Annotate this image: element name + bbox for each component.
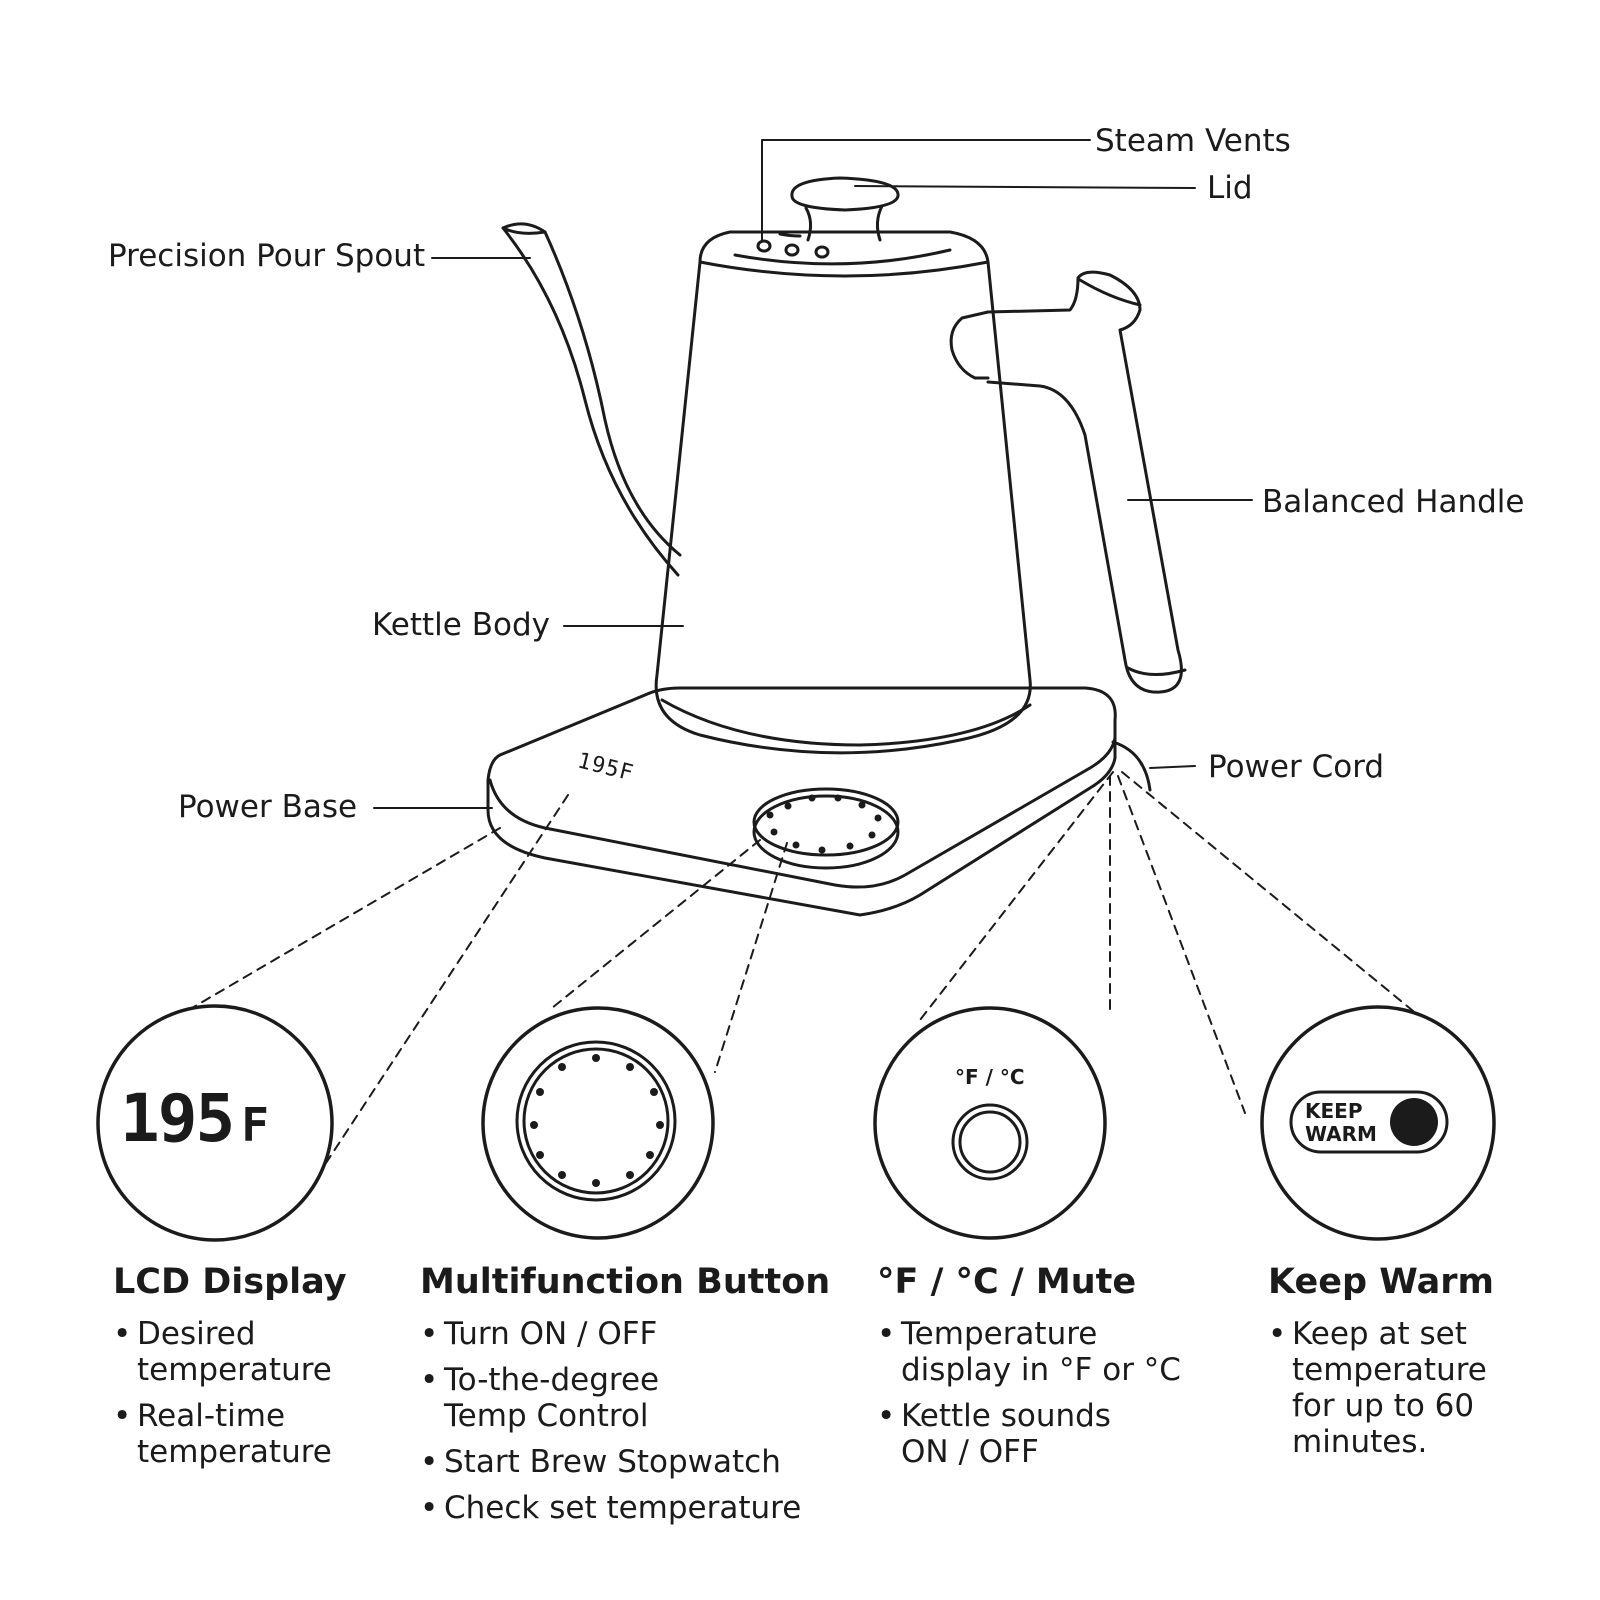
feature-lcd-display: LCD Display Desired temperature Real-tim… bbox=[113, 1262, 363, 1480]
feature-title: LCD Display bbox=[113, 1262, 347, 1302]
keep-warm-label-line1: KEEP bbox=[1305, 1099, 1363, 1123]
feature-title: Keep Warm bbox=[1268, 1262, 1494, 1302]
callout-spout: Precision Pour Spout bbox=[108, 238, 426, 274]
power-cord bbox=[1111, 740, 1152, 792]
feature-bullets: Desired temperature Real-time temperatur… bbox=[113, 1316, 363, 1470]
feature-bullet: Start Brew Stopwatch bbox=[420, 1444, 820, 1480]
steam-vents bbox=[756, 232, 830, 259]
feature-multifunction-button: Multifunction Button Turn ON / OFF To-th… bbox=[420, 1262, 831, 1536]
feature-bullet: Desired temperature bbox=[113, 1316, 363, 1388]
lcd-zoom-unit: F bbox=[241, 1098, 269, 1152]
feature-title: Multifunction Button bbox=[420, 1262, 831, 1302]
feature-bullets: Keep at set temperature for up to 60 min… bbox=[1268, 1316, 1508, 1460]
feature-bullet: Turn ON / OFF bbox=[420, 1316, 820, 1352]
unit-zoom-circle bbox=[873, 1006, 1107, 1240]
feature-bullet: Real-time temperature bbox=[113, 1398, 363, 1470]
button-zoom-circle bbox=[481, 1006, 715, 1240]
power-base bbox=[486, 686, 1117, 917]
callout-power-base: Power Base bbox=[178, 789, 358, 825]
callout-lid: Lid bbox=[1207, 170, 1253, 206]
lcd-zoom-temperature: 195 bbox=[120, 1080, 235, 1157]
feature-bullet: Check set temperature bbox=[420, 1490, 820, 1526]
keep-warm-switch bbox=[1289, 1090, 1449, 1154]
kettle-body bbox=[654, 230, 1032, 755]
callout-steam-vents: Steam Vents bbox=[1095, 123, 1291, 159]
callout-lines bbox=[373, 139, 1253, 809]
callout-kettle-body: Kettle Body bbox=[372, 607, 550, 643]
spout bbox=[501, 222, 682, 577]
multifunction-button-closeup bbox=[515, 1040, 677, 1202]
feature-bullet: Temperature display in °F or °C bbox=[877, 1316, 1197, 1388]
keep-warm-label: KEEP WARM bbox=[1305, 1100, 1377, 1146]
keep-warm-indicator-icon bbox=[1390, 1098, 1438, 1146]
handle bbox=[949, 270, 1187, 694]
lid bbox=[733, 176, 952, 266]
keep-warm-zoom-circle bbox=[1260, 1005, 1496, 1241]
callout-handle: Balanced Handle bbox=[1262, 484, 1525, 520]
feature-title: °F / °C / Mute bbox=[877, 1262, 1137, 1302]
feature-unit-mute: °F / °C / Mute Temperature display in °F… bbox=[877, 1262, 1197, 1480]
feature-bullets: Turn ON / OFF To-the-degree Temp Control… bbox=[420, 1316, 820, 1526]
feature-keep-warm: Keep Warm Keep at set temperature for up… bbox=[1268, 1262, 1508, 1470]
zoom-leader-lines bbox=[191, 771, 1419, 1164]
feature-bullet: Keep at set temperature for up to 60 min… bbox=[1268, 1316, 1508, 1460]
feature-bullet: To-the-degree Temp Control bbox=[420, 1362, 704, 1434]
keep-warm-label-line2: WARM bbox=[1305, 1122, 1377, 1146]
feature-bullet: Kettle sounds ON / OFF bbox=[877, 1398, 1141, 1470]
lcd-zoom-circle bbox=[96, 1004, 334, 1242]
feature-bullets: Temperature display in °F or °C Kettle s… bbox=[877, 1316, 1197, 1470]
base-multifunction-button bbox=[752, 787, 900, 870]
unit-button-closeup bbox=[951, 1103, 1029, 1181]
callout-power-cord: Power Cord bbox=[1208, 749, 1385, 785]
unit-button-label: °F / °C bbox=[955, 1065, 1025, 1089]
